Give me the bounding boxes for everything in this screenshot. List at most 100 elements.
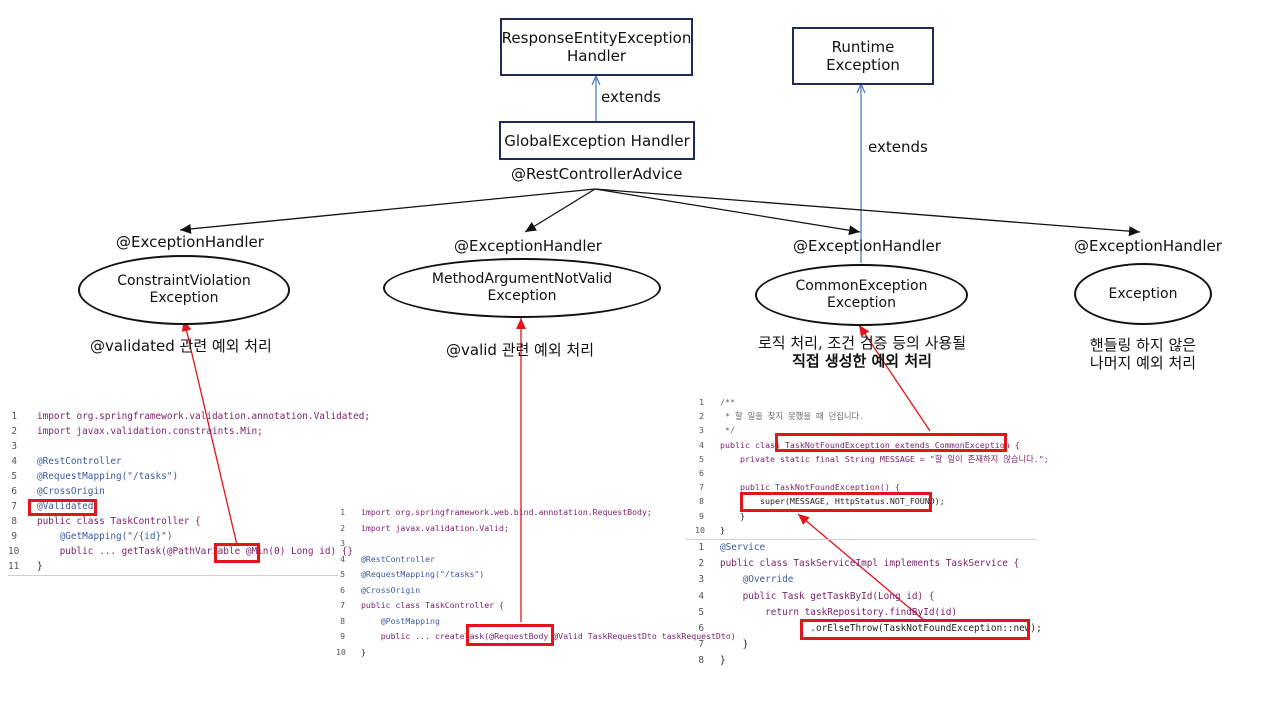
code-text: } — [720, 655, 726, 667]
code-text: } — [720, 510, 745, 521]
rest-controller-advice-label: @RestControllerAdvice — [511, 165, 683, 183]
line-number: 4 — [699, 439, 704, 450]
constraint-violation-exception-node: ConstraintViolation Exception — [78, 255, 290, 325]
line-number: 2 — [699, 411, 704, 422]
code-line: 7 } — [695, 637, 1042, 653]
code-text: .orElseThrow(TaskNotFoundException::new)… — [720, 623, 1042, 635]
code-line: 5@RequestMapping("/tasks") — [8, 469, 370, 484]
code-line: 10 public ... getTask(@PathVariable @Min… — [8, 544, 370, 559]
red-arrow-min — [181, 319, 238, 546]
runtime-line-1: Runtime — [831, 38, 895, 56]
line-number: 6 — [698, 623, 704, 635]
code-separator-left — [8, 575, 338, 576]
code-text: return taskRepository.findById(id) — [720, 606, 958, 618]
code-line: 4 @RestController — [336, 552, 736, 568]
code-line: 7@Validated — [8, 499, 370, 514]
line-number: 7 — [699, 482, 704, 493]
common-note-line-1: 로직 처리, 조건 검증 등의 사용될 — [757, 334, 966, 352]
highlight-super-call — [740, 492, 932, 512]
code-line: 7 public TaskNotFoundException() { — [695, 480, 1049, 494]
line-number: 1 — [11, 411, 17, 422]
code-line: 1 import org.springframework.validation.a… — [8, 409, 370, 424]
code-text: } — [720, 639, 749, 651]
code-text: @RestController — [361, 553, 435, 564]
line-number: 3 — [11, 441, 17, 452]
advice-edge-4 — [594, 188, 1141, 237]
code-line: 2 * 할 일을 찾지 못했을 때 던집니다. — [695, 409, 1049, 423]
valid-note-line-1: @valid 관련 예외 처리 — [446, 341, 595, 359]
line-number: 8 — [11, 516, 17, 527]
unhandled-exception-note: 핸들링 하지 않은 나머지 예외 처리 — [1078, 336, 1208, 372]
highlight-task-not-found-class — [775, 433, 1007, 452]
code-text: @RequestMapping("/tasks") — [361, 569, 485, 579]
code-text: */ — [720, 425, 735, 436]
line-number: 5 — [698, 606, 704, 618]
global-exception-handler-box: GlobalException Handler — [499, 121, 695, 160]
line-number: 2 — [698, 558, 704, 570]
exception-handler-annotation-1: @ExceptionHandler — [116, 233, 264, 251]
code-text: * 할 일을 찾지 못했을 때 던집니다. — [720, 411, 865, 422]
line-number: 4 — [340, 553, 345, 564]
code-text: @RestController — [37, 456, 122, 467]
validated-note: @validated 관련 예외 처리 — [90, 337, 272, 355]
code-text: @GetMapping("/{id}") — [37, 531, 173, 542]
code-line: 9 } — [695, 509, 1049, 523]
global-handler-label: GlobalException Handler — [504, 131, 690, 150]
code-text: import javax.validation.Valid; — [361, 522, 509, 533]
line-number: 3 — [698, 574, 704, 586]
code-line: 9 public ... createTask(@RequestBody @Va… — [336, 629, 736, 645]
line-number: 9 — [340, 631, 345, 641]
code-text: public ... createTask(@RequestBody @Vali… — [361, 631, 736, 641]
code-line: 3 @Override — [695, 572, 1042, 588]
code-line: 1@Service — [695, 540, 1042, 556]
line-number: 1 — [699, 397, 704, 407]
advice-edge-3 — [594, 188, 861, 236]
line-number: 6 — [699, 468, 704, 479]
line-number: 2 — [340, 522, 345, 533]
highlight-or-else-throw — [800, 619, 1030, 640]
common-exception-line-1: CommonException — [795, 278, 928, 294]
line-number: 4 — [698, 590, 704, 602]
line-number: 7 — [698, 639, 704, 651]
line-number: 7 — [340, 600, 345, 610]
line-number: 4 — [11, 456, 17, 467]
highlight-validated — [28, 499, 97, 516]
advice-edge-2 — [524, 188, 596, 233]
code-line: 10} — [336, 645, 736, 661]
highlight-min — [214, 543, 260, 563]
code-text: import org.springframework.web.bind.anno… — [361, 507, 652, 517]
highlight-requestbody-valid — [466, 624, 554, 646]
line-number: 3 — [340, 538, 345, 548]
common-exception-node: CommonException Exception — [755, 264, 968, 326]
line-number: 5 — [699, 453, 704, 464]
code-text: public TaskNotFoundException() { — [720, 482, 900, 493]
line-number: 2 — [11, 426, 17, 437]
code-line: 6@CrossOrigin — [336, 583, 736, 599]
line-number: 3 — [699, 425, 704, 436]
constraint-violation-line-2: Exception — [149, 290, 219, 306]
code-line: 5 return taskRepository.findById(id) — [695, 605, 1042, 621]
code-line: 7 public class TaskController { — [336, 598, 736, 614]
line-number: 10 — [336, 646, 346, 657]
code-line: 8 public class TaskController { — [8, 514, 370, 529]
code-text: import org.springframework.validation.an… — [37, 411, 371, 422]
code-line: 8 super(MESSAGE, HttpStatus.NOT_FOUND); — [695, 494, 1049, 508]
code-text: public class TaskController { — [37, 516, 201, 527]
exception-handler-annotation-4: @ExceptionHandler — [1074, 237, 1222, 255]
advice-edge-1 — [179, 188, 596, 234]
code-line: 8 @PostMapping — [336, 614, 736, 630]
line-number: 9 — [11, 531, 17, 542]
code-line: 11} — [8, 559, 370, 574]
method-argument-line-2: Exception — [487, 288, 557, 304]
runtime-line-2: Exception — [826, 56, 900, 74]
code-text: @RequestMapping("/tasks") — [37, 471, 179, 482]
valid-note: @valid 관련 예외 처리 — [446, 341, 594, 359]
code-text: } — [37, 561, 43, 572]
line-number: 10 — [8, 546, 20, 557]
exception-handler-annotation-2: @ExceptionHandler — [454, 237, 602, 255]
code-text: public class TaskController { — [361, 600, 504, 610]
exception-line-1: Exception — [1108, 285, 1178, 302]
